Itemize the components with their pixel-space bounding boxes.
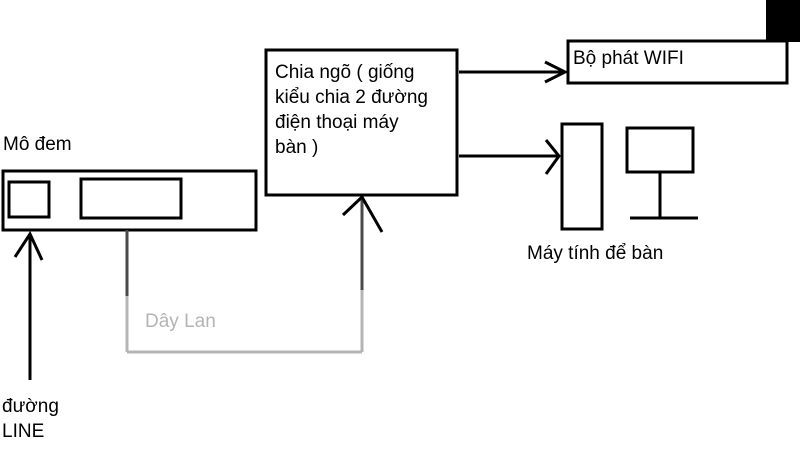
corner-block [766,0,800,42]
line-label-line-1: đường [2,396,59,417]
wifi-router-box [566,39,789,85]
splitter-label-line-1: Chia ngõ ( giống [275,62,414,83]
arrow-to-desktop-head [544,139,561,175]
desktop-tower [560,122,604,231]
splitter-label-line-2: kiểu chia 2 đường [275,87,428,108]
modem-port-large [79,177,183,220]
splitter-label-line-3: điện thoại máy [275,112,399,133]
wifi-label: Bộ phát WIFI [573,48,684,69]
desktop-label: Máy tính để bàn [527,243,663,264]
arrow-to-wifi-head [544,60,569,84]
arrow-line-head [13,230,44,261]
desktop-monitor [625,126,695,174]
modem-label: Mô đem [3,134,72,155]
lan-cable-arrow-head [341,194,384,233]
splitter-box [264,48,459,197]
splitter-label-line-4: bàn ) [275,137,318,158]
line-label-line-2: LINE [2,421,44,442]
lan-cable-label: Dây Lan [145,311,216,332]
modem-port-small [7,180,51,219]
